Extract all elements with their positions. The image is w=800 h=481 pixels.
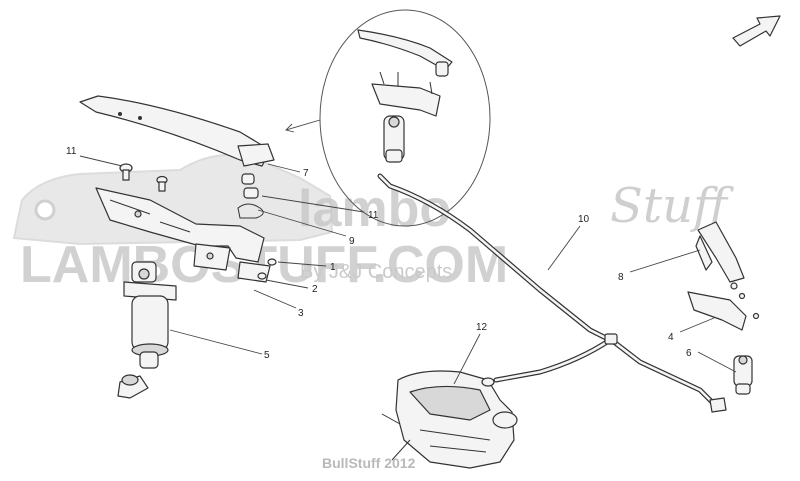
detail-mount-clip (435, 61, 449, 77)
direction-arrow-icon (732, 15, 781, 47)
washer-pump-reservoir (381, 370, 518, 469)
label-part-10: 10 (578, 214, 590, 225)
label-part-1: 1 (330, 262, 336, 273)
clip-9-lower (243, 187, 259, 199)
label-part-11a: 11 (66, 146, 77, 157)
label-part-4: 4 (668, 332, 674, 343)
clip-9-upper (241, 173, 255, 185)
watermark: lambo Stuff LAMBOSTUFF.COM By J&J Concep… (12, 153, 734, 294)
label-part-3: 3 (298, 308, 304, 319)
label-part-2: 2 (312, 284, 318, 295)
screw-11-right (156, 175, 168, 192)
watermark-brand-prefix: lambo (298, 180, 451, 238)
part-labels: 11 7 11 9 1 2 3 5 10 8 4 6 12 (66, 146, 692, 361)
leader-lines (79, 155, 737, 385)
bracket-right (687, 291, 747, 331)
mounting-bracket (95, 187, 265, 263)
footer-watermark: BullStuff 2012 (322, 455, 416, 471)
detail-view-circle (319, 9, 491, 227)
label-part-11b: 11 (368, 210, 379, 221)
detail-bracket (371, 83, 441, 117)
washer-jet-actuator (123, 261, 177, 369)
spring-clip (237, 203, 264, 219)
label-part-6: 6 (686, 348, 692, 359)
cover-panel-right (697, 221, 745, 283)
washer-jet-right (733, 355, 753, 395)
washer-hose (377, 173, 721, 411)
headlamp-washer-assembly-left (79, 95, 277, 399)
label-part-12: 12 (476, 322, 488, 333)
label-part-9: 9 (349, 236, 355, 247)
nut-2 (257, 272, 267, 280)
label-part-8: 8 (618, 272, 624, 283)
label-part-7: 7 (303, 168, 309, 179)
headlamp-washer-assembly-right (687, 221, 760, 413)
watermark-tagline: By J&J Concepts (300, 261, 452, 283)
screw-1 (267, 258, 277, 266)
label-part-5: 5 (264, 350, 270, 361)
detail-view-arrow-icon (285, 119, 321, 133)
screw-11-left (119, 163, 133, 181)
hose-t-connector (604, 333, 618, 345)
hose-fitting (117, 374, 149, 399)
